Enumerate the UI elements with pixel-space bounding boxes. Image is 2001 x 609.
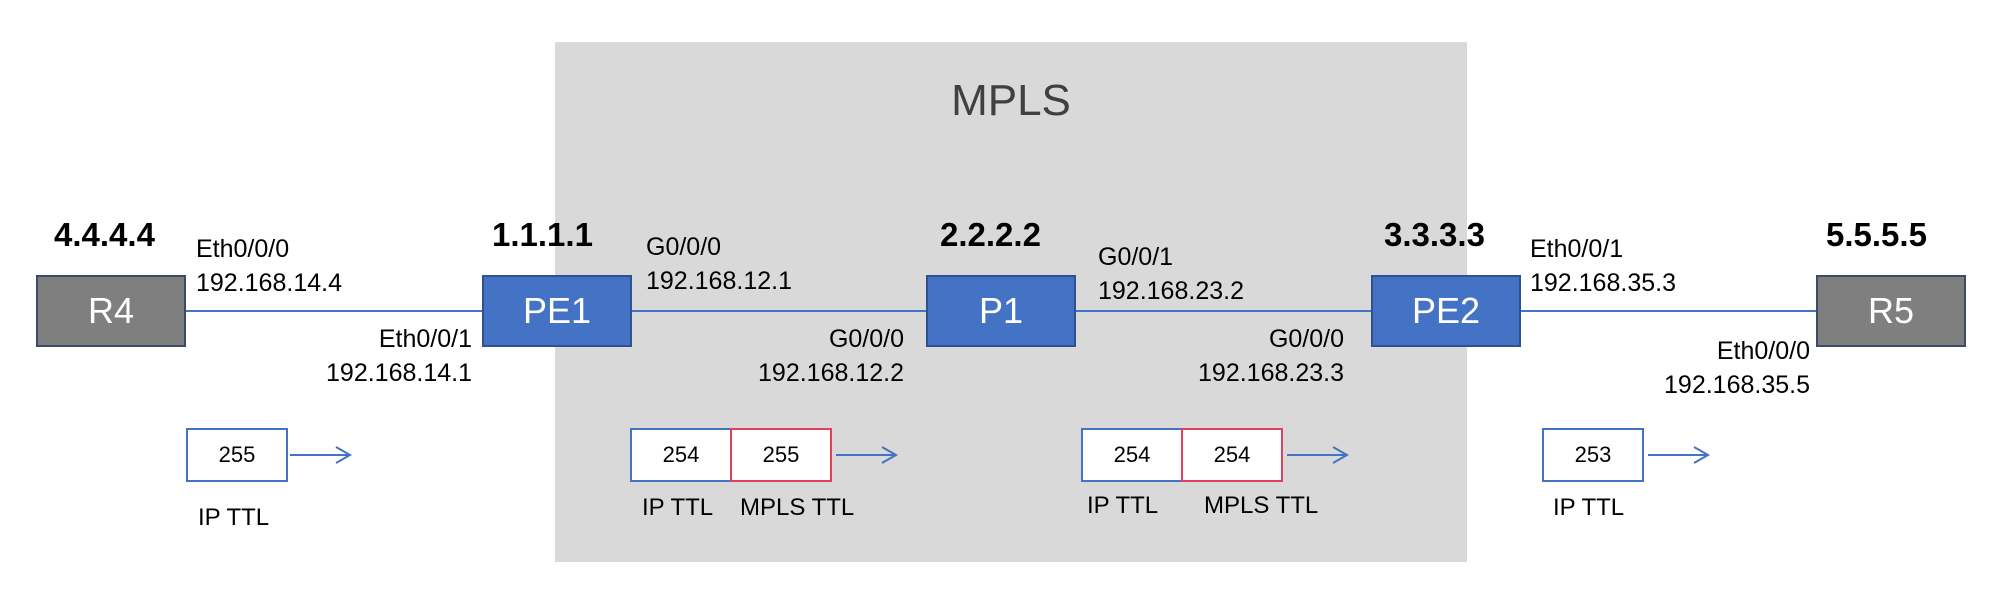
ip-ttl-caption-hop2: IP TTL — [642, 494, 714, 521]
interface-pe1-eth001: Eth0/0/1 192.168.14.1 — [270, 322, 472, 390]
router-p1-label: P1 — [978, 290, 1024, 331]
router-id-r4: 4.4.4.4 — [54, 216, 155, 253]
ip-ttl-caption-hop4: IP TTL — [1553, 494, 1625, 521]
interface-r5-eth000: Eth0/0/0 192.168.35.5 — [1600, 334, 1810, 402]
ip-ttl-box-hop4: 253 — [1542, 428, 1644, 482]
ip-ttl-box-hop3: 254 — [1081, 428, 1183, 482]
mpls-ttl-box-hop3: 254 — [1181, 428, 1283, 482]
interface-p1-g000: G0/0/0 192.168.12.2 — [700, 322, 904, 390]
interface-name: Eth0/0/0 — [196, 235, 290, 263]
router-id-p1: 2.2.2.2 — [940, 216, 1041, 253]
router-id-r5: 5.5.5.5 — [1826, 216, 1927, 253]
ip-ttl-value: 254 — [1113, 442, 1151, 467]
mpls-ttl-value: 254 — [1213, 442, 1251, 467]
interface-ip: 192.168.14.1 — [326, 359, 472, 387]
arrow-right-icon — [1648, 446, 1711, 464]
interface-ip: 192.168.23.3 — [1198, 359, 1344, 387]
interface-pe1-g000: G0/0/0 192.168.12.1 — [646, 230, 792, 298]
interface-name: Eth0/0/1 — [378, 325, 472, 353]
interface-ip: 192.168.35.3 — [1530, 269, 1676, 297]
interface-ip: 192.168.12.1 — [646, 267, 792, 295]
ip-ttl-value: 253 — [1574, 442, 1612, 467]
link-p1-pe2 — [1076, 310, 1371, 312]
link-r4-pe1 — [186, 310, 482, 312]
router-id-pe2: 3.3.3.3 — [1384, 216, 1485, 253]
router-r5-label: R5 — [1867, 290, 1915, 331]
interface-name: Eth0/0/0 — [1716, 337, 1810, 365]
router-pe2-label: PE2 — [1411, 290, 1481, 331]
ip-ttl-box-hop1: 255 — [186, 428, 288, 482]
interface-pe2-g000: G0/0/0 192.168.23.3 — [1140, 322, 1344, 390]
router-r5[interactable]: R5 — [1816, 275, 1966, 347]
router-p1[interactable]: P1 — [926, 275, 1076, 347]
link-pe2-r5 — [1521, 310, 1816, 312]
interface-name: G0/0/0 — [646, 233, 722, 261]
interface-name: G0/0/0 — [828, 325, 904, 353]
interface-ip: 192.168.35.5 — [1664, 371, 1810, 399]
router-pe1[interactable]: PE1 — [482, 275, 632, 347]
arrow-right-icon — [836, 446, 899, 464]
arrow-right-icon — [290, 446, 353, 464]
mpls-ttl-box-hop2: 255 — [730, 428, 832, 482]
router-id-pe1: 1.1.1.1 — [492, 216, 593, 253]
interface-name: Eth0/0/1 — [1530, 235, 1624, 263]
interface-r4-eth000: Eth0/0/0 192.168.14.4 — [196, 232, 342, 300]
router-pe2[interactable]: PE2 — [1371, 275, 1521, 347]
mpls-ttl-caption-hop3: MPLS TTL — [1204, 492, 1319, 519]
interface-ip: 192.168.14.4 — [196, 269, 342, 297]
interface-name: G0/0/1 — [1098, 243, 1174, 271]
mpls-region-title: MPLS — [951, 76, 1071, 125]
interface-name: G0/0/0 — [1268, 325, 1344, 353]
router-r4[interactable]: R4 — [36, 275, 186, 347]
router-pe1-label: PE1 — [522, 290, 592, 331]
interface-pe2-eth001: Eth0/0/1 192.168.35.3 — [1530, 232, 1676, 300]
router-r4-label: R4 — [87, 290, 135, 331]
mpls-ttl-value: 255 — [762, 442, 800, 467]
interface-p1-g001: G0/0/1 192.168.23.2 — [1098, 240, 1244, 308]
ip-ttl-value: 255 — [218, 442, 256, 467]
interface-ip: 192.168.23.2 — [1098, 277, 1244, 305]
ip-ttl-caption-hop1: IP TTL — [198, 504, 270, 531]
link-pe1-p1 — [632, 310, 926, 312]
arrow-right-icon — [1287, 446, 1350, 464]
interface-ip: 192.168.12.2 — [758, 359, 904, 387]
ip-ttl-caption-hop3: IP TTL — [1087, 492, 1159, 519]
ip-ttl-value: 254 — [662, 442, 700, 467]
mpls-ttl-caption-hop2: MPLS TTL — [740, 494, 855, 521]
ip-ttl-box-hop2: 254 — [630, 428, 732, 482]
